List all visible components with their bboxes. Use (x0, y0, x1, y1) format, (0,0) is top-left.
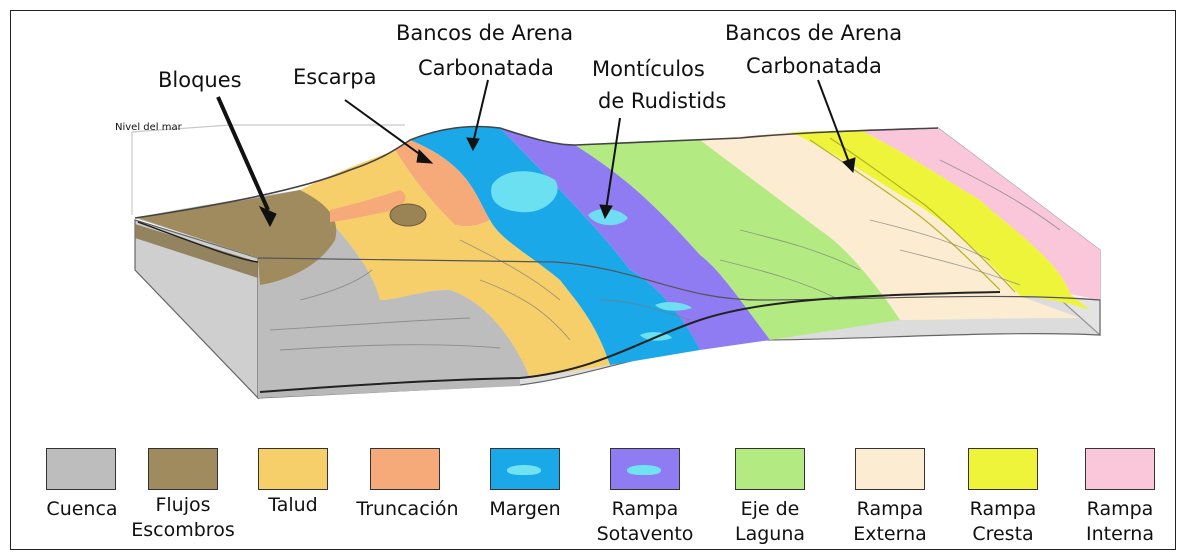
legend-swatch-talud (258, 448, 328, 490)
legend-swatch-externa (855, 448, 925, 490)
arrow-escarpa-head (416, 148, 434, 164)
label-monticulos-line2: de Rudistids (598, 89, 726, 113)
legend-swatch-cuenca (46, 448, 116, 490)
label-bancos-2-line2: Carbonatada (746, 54, 882, 78)
facies-flujos (138, 190, 337, 285)
pointer-arrows (216, 79, 856, 228)
left-edge-line (137, 221, 259, 263)
facies-margen (410, 126, 700, 365)
arrow-escarpa (344, 99, 426, 159)
facies-rampa-interna (860, 128, 1100, 300)
label-bancos-2-line1: Bancos de Arena (725, 21, 902, 45)
block-clast (389, 203, 427, 227)
legend-swatch-sotavento (610, 448, 680, 490)
legend-swatch-flujos (148, 448, 218, 490)
facies-rampa-cresta (790, 130, 1090, 310)
sea-level-label: Nivel del mar (115, 122, 183, 133)
legend-swatch-margen (490, 448, 560, 490)
legend-label-talud: Talud (268, 494, 318, 516)
arrow-bancos-1 (472, 79, 489, 144)
label-monticulos-line1: Montículos (592, 57, 705, 81)
arrow-monticulos-head (599, 204, 613, 220)
legend-label-cuenca: Cuenca (46, 498, 118, 520)
arrow-bloques-head (258, 205, 277, 228)
surface-lines (269, 159, 1061, 351)
arrow-bancos-2-head (842, 157, 856, 174)
legend-swatch-cresta (968, 448, 1038, 490)
label-escarpa: Escarpa (293, 65, 376, 89)
cresta-texture (809, 137, 1016, 293)
arrow-bloques (216, 96, 270, 211)
rudist-mounds (491, 171, 692, 341)
arrow-bancos-1-head (466, 137, 480, 152)
top-surface-outline (134, 125, 939, 219)
label-bancos-1-line2: Carbonatada (418, 56, 554, 80)
legend-swatch-laguna (735, 448, 805, 490)
arrow-monticulos (605, 117, 621, 211)
escarpa-chute (330, 190, 406, 222)
legend-label-truncacion: Truncación (356, 498, 459, 520)
legend-lens-icon (507, 465, 541, 475)
arrow-bancos-2 (817, 79, 851, 166)
label-bancos-1-line1: Bancos de Arena (396, 21, 573, 45)
label-bloques: Bloques (158, 68, 242, 92)
legend-lens-icon (627, 465, 661, 475)
left-face-flow (135, 224, 258, 278)
legend-swatch-interna (1085, 448, 1155, 490)
front-edge (257, 257, 1101, 301)
facies-front-line (259, 291, 1001, 393)
legend-label-margen: Margen (489, 498, 561, 520)
legend-swatch-truncacion (370, 448, 440, 490)
